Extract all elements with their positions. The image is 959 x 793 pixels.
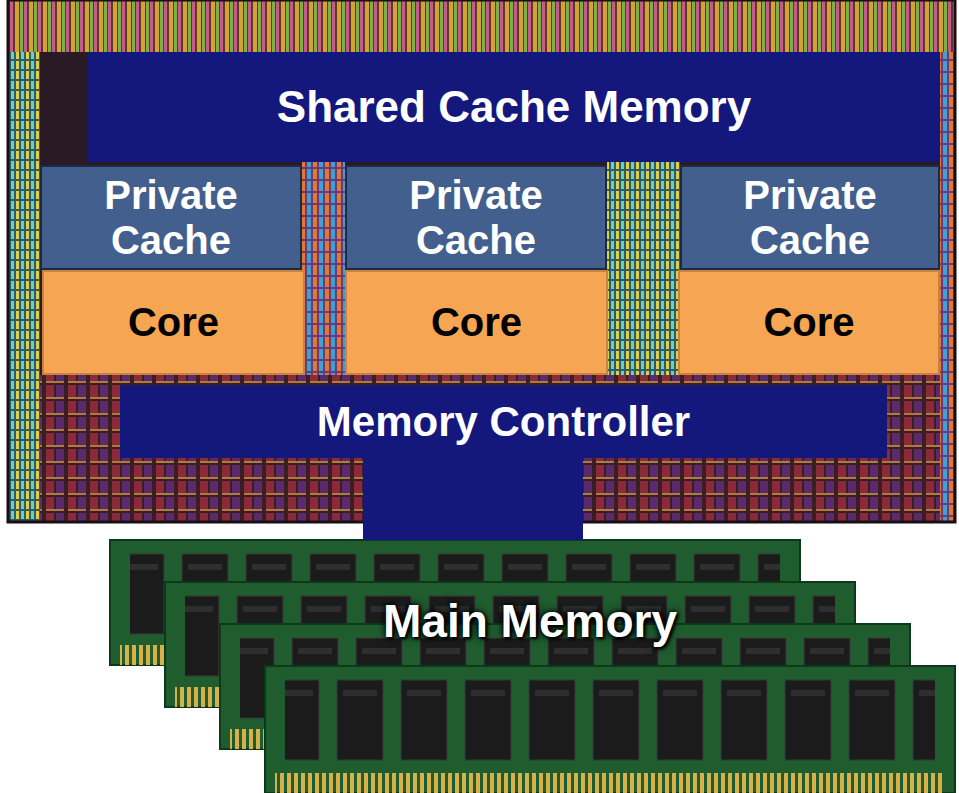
shared-cache-band: Shared Cache Memory [88,52,940,162]
core-box: Core [678,270,940,375]
node-label: Memory Controller [317,398,690,445]
private-cache-box: Private Cache [40,165,302,270]
node-label: Private Cache [355,173,597,263]
node-label: Private Cache [690,173,930,263]
node-label: Core [128,300,219,345]
core-box: Core [345,270,608,375]
node-label: Main Memory [383,596,677,648]
node-label: Shared Cache Memory [277,82,751,131]
node-label: Core [763,300,854,345]
main-memory-modules: Main Memory [110,540,950,790]
node-label: Private Cache [50,173,292,263]
memory-controller-band: Memory Controller [120,385,887,458]
node-label: Core [431,300,522,345]
connector-stem [363,458,583,540]
core-box: Core [42,270,305,375]
private-cache-box: Private Cache [345,165,607,270]
private-cache-box: Private Cache [680,165,940,270]
